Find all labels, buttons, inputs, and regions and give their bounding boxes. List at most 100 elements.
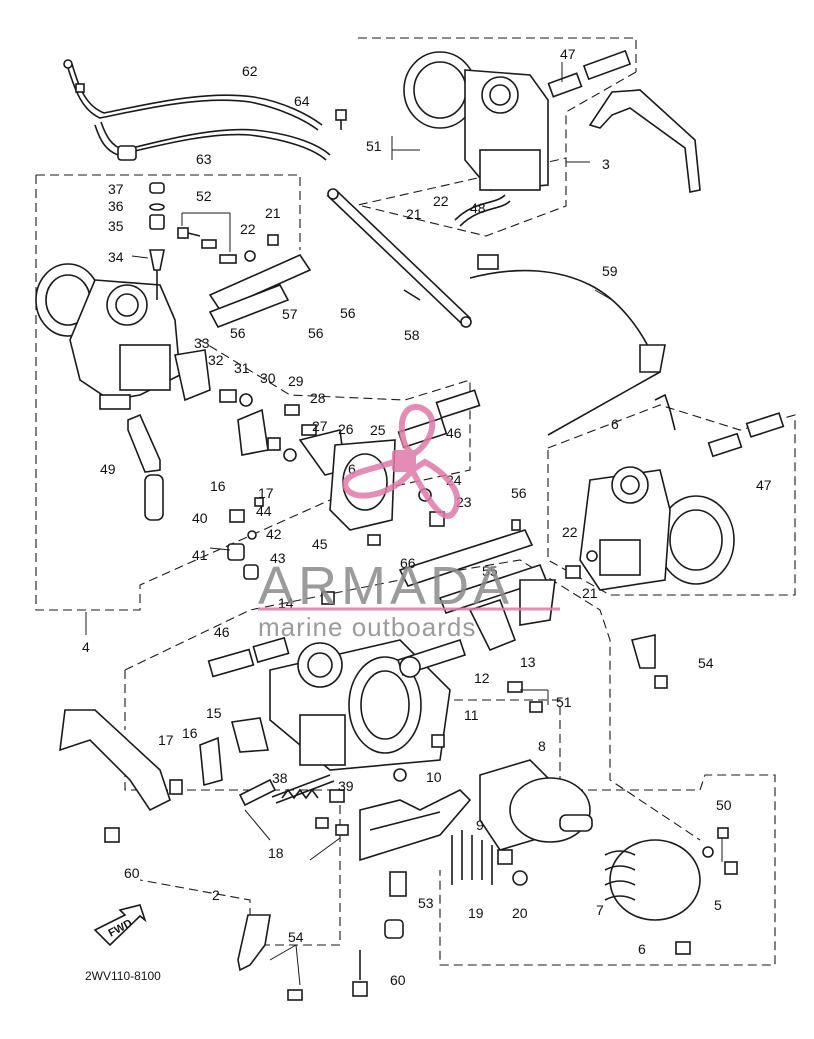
label-38: 38 bbox=[272, 770, 288, 786]
label-59: 59 bbox=[602, 263, 618, 279]
label-2: 2 bbox=[212, 887, 220, 903]
label-54-right: 54 bbox=[698, 655, 714, 671]
label-60-left: 60 bbox=[124, 865, 140, 881]
label-47-top: 47 bbox=[560, 46, 576, 62]
label-31: 31 bbox=[234, 360, 250, 376]
parts-25-28 bbox=[284, 404, 396, 531]
label-33: 33 bbox=[194, 335, 210, 351]
screw-64 bbox=[335, 109, 347, 130]
lever-left bbox=[59, 709, 171, 812]
label-22-right: 22 bbox=[562, 524, 578, 540]
label-6-middle: 6 bbox=[348, 461, 356, 477]
label-53: 53 bbox=[418, 895, 434, 911]
hose-49 bbox=[127, 413, 164, 521]
label-13: 13 bbox=[520, 654, 536, 670]
label-45: 45 bbox=[312, 536, 328, 552]
label-17-upper: 17 bbox=[258, 485, 274, 501]
label-46-lower: 46 bbox=[214, 624, 230, 640]
label-36: 36 bbox=[108, 198, 124, 214]
cover-7 bbox=[604, 839, 701, 921]
parts-10-11 bbox=[393, 734, 445, 782]
label-16-lower: 16 bbox=[182, 725, 198, 741]
label-22-left: 22 bbox=[240, 221, 256, 237]
label-34: 34 bbox=[108, 249, 124, 265]
tube-47-top bbox=[547, 49, 632, 98]
tube-47-right bbox=[707, 412, 785, 458]
watermark-brand: ARMADA bbox=[258, 556, 513, 616]
pipe-57 bbox=[208, 253, 312, 329]
label-29: 29 bbox=[288, 373, 304, 389]
screw-60-left bbox=[104, 827, 120, 843]
label-47-right: 47 bbox=[756, 477, 772, 493]
carburetor-left bbox=[35, 263, 181, 410]
label-51-lower: 51 bbox=[556, 694, 572, 710]
label-54-lower: 54 bbox=[288, 929, 304, 945]
forward-arrow-icon: FWD bbox=[93, 904, 147, 947]
hose-63 bbox=[94, 121, 331, 161]
label-14: 14 bbox=[278, 595, 294, 611]
parts-21-22-right bbox=[565, 550, 598, 579]
watermark: ARMADA marine outboards bbox=[258, 403, 560, 642]
spring-53 bbox=[384, 871, 407, 939]
parts-40-44 bbox=[227, 437, 297, 580]
label-5: 5 bbox=[714, 897, 722, 913]
label-49: 49 bbox=[100, 461, 116, 477]
clip-56-right bbox=[511, 519, 521, 531]
label-52: 52 bbox=[196, 188, 212, 204]
label-12: 12 bbox=[474, 670, 490, 686]
label-19: 19 bbox=[468, 905, 484, 921]
label-21-left: 21 bbox=[265, 205, 281, 221]
callout-labels: 62 63 64 47 51 3 21 22 48 37 36 35 34 52… bbox=[82, 46, 772, 988]
parts-18-38-39 bbox=[238, 774, 349, 861]
label-6-bottom: 6 bbox=[638, 941, 646, 957]
label-56-d: 56 bbox=[511, 485, 527, 501]
label-18: 18 bbox=[268, 845, 284, 861]
label-9: 9 bbox=[476, 817, 484, 833]
pipe-46-lower bbox=[207, 636, 290, 678]
label-35: 35 bbox=[108, 218, 124, 234]
label-20: 20 bbox=[512, 905, 528, 921]
label-66: 66 bbox=[400, 555, 416, 571]
label-6-right: 6 bbox=[611, 416, 619, 432]
parts-19-20 bbox=[451, 830, 528, 886]
label-3: 3 bbox=[602, 156, 610, 172]
label-48: 48 bbox=[470, 200, 486, 216]
label-56-a: 56 bbox=[340, 305, 356, 321]
parts-16-17-lower bbox=[169, 736, 223, 795]
label-63: 63 bbox=[196, 151, 212, 167]
cable-59 bbox=[469, 254, 666, 436]
bracket-15 bbox=[230, 717, 270, 753]
screw-60-lower bbox=[352, 950, 368, 997]
label-39: 39 bbox=[338, 778, 354, 794]
parts-52 bbox=[177, 212, 279, 264]
clip-6-right bbox=[654, 393, 676, 431]
label-27: 27 bbox=[312, 418, 328, 434]
label-60-lower: 60 bbox=[390, 972, 406, 988]
label-7: 7 bbox=[596, 902, 604, 918]
label-4: 4 bbox=[82, 639, 90, 655]
label-58: 58 bbox=[404, 327, 420, 343]
carburetor-right bbox=[579, 466, 735, 591]
label-43: 43 bbox=[270, 550, 286, 566]
hose-62 bbox=[63, 59, 323, 131]
label-55: 55 bbox=[482, 563, 498, 579]
label-21-top: 21 bbox=[406, 206, 422, 222]
label-44: 44 bbox=[256, 503, 272, 519]
bracket-13 bbox=[468, 579, 556, 652]
piston-9 bbox=[479, 759, 593, 851]
clip-54-right bbox=[630, 634, 668, 689]
label-26: 26 bbox=[338, 421, 354, 437]
label-42: 42 bbox=[266, 526, 282, 542]
label-46-upper: 46 bbox=[446, 425, 462, 441]
label-30: 30 bbox=[260, 370, 276, 386]
clip-54-lower bbox=[237, 914, 303, 1001]
rod-58 bbox=[326, 188, 472, 328]
screw-6-middle bbox=[367, 534, 381, 546]
label-11: 11 bbox=[464, 707, 479, 723]
label-50: 50 bbox=[716, 797, 732, 813]
label-25: 25 bbox=[370, 422, 386, 438]
label-64: 64 bbox=[294, 93, 310, 109]
needle-12 bbox=[396, 638, 467, 678]
label-57: 57 bbox=[282, 306, 298, 322]
